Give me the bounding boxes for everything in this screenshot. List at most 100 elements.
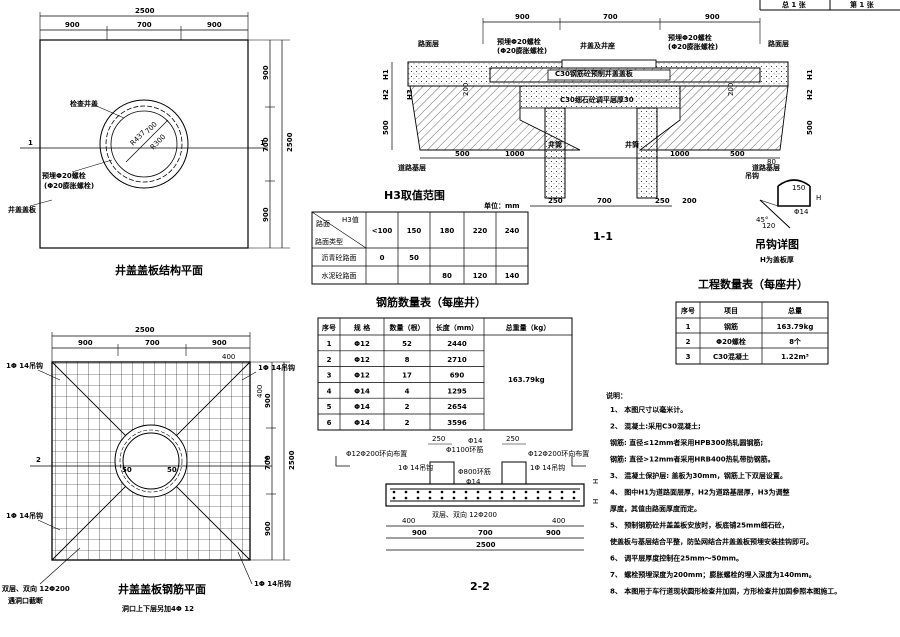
plan2-subtitle: 洞口上下层另加4Φ 12: [122, 604, 194, 613]
s2-bdim-a: 900: [412, 529, 427, 537]
s2-rebar-dot: [440, 496, 444, 500]
plan2-dim-c: 900: [212, 339, 227, 347]
h3-header-4: 240: [505, 227, 520, 235]
note-line-11: 8、 本图用于车行道现状圆形检查井加固，方形检查井加固参照本图施工。: [610, 587, 841, 596]
s1-label-base-right: 道路基层: [752, 163, 780, 172]
s2-rebar-dot: [464, 496, 468, 500]
s2-bdim-total: 2500: [476, 541, 496, 549]
h3-header-2: 180: [440, 227, 455, 235]
s2-rebar-dot: [512, 490, 516, 494]
rebar-cell-1-2: 8: [405, 356, 410, 364]
hook-dim2: 150: [792, 184, 805, 192]
qty-cell-0-0: 1: [686, 323, 691, 331]
plan2-rdim-400: 400: [256, 385, 264, 398]
h3-title: H3取值范围: [384, 188, 445, 202]
corner-block: 总 1 张 第 1 张: [759, 0, 900, 11]
qty-header-0: 序号: [680, 306, 695, 315]
hook-subtitle: H为盖板厚: [760, 255, 794, 264]
rebar-header-4: 总重量（kg）: [506, 323, 551, 332]
rebar-cell-2-1: Φ12: [354, 372, 370, 380]
s1-title: 1-1: [593, 230, 613, 243]
rebar-cell-0-1: Φ12: [354, 340, 370, 348]
h3-corner-mid: 路面: [316, 219, 330, 228]
s2-rebar-dot: [524, 496, 528, 500]
h3-header-3: 220: [473, 227, 488, 235]
s2-rebar-dot: [572, 490, 576, 494]
rebar-header-0: 序号: [321, 323, 336, 332]
s2-mesh: 双层、双向 12Φ200: [432, 510, 497, 519]
s1-label-bolt-sub-right: (Φ20膨胀螺栓): [668, 42, 718, 51]
s2-rebar-dot: [452, 496, 456, 500]
qty-header-2: 总量: [788, 306, 802, 315]
plan1-section-left: 1: [28, 139, 33, 147]
s2-rebar-dot: [536, 490, 540, 494]
plan2-fifty-left: 50: [122, 466, 132, 474]
s2-rebar-dot: [560, 490, 564, 494]
rebar-cell-0-3: 2440: [447, 340, 467, 348]
qty-cell-0-1: 钢筋: [724, 322, 738, 331]
plan1-r300: R300: [149, 133, 168, 152]
s1-label-slab: C30钢筋砼预制井盖盖板: [555, 69, 634, 78]
note-line-2: 钢筋: 直径≤12mm者采用HPB300热轧圆钢筋;: [610, 438, 763, 447]
s1-label-bolt-sub-left: (Φ20膨胀螺栓): [497, 46, 547, 55]
s1-small-200: 200: [462, 83, 470, 96]
s1-bdim-2: 1000: [505, 150, 525, 158]
notes: 说明： 1、 本图尺寸以毫米计。2、 混凝土:采用C30混凝土; 钢筋: 直径≤…: [606, 391, 841, 596]
rebar-header-1: 规 格: [354, 323, 371, 332]
h3-cell-0-0: 0: [380, 254, 385, 262]
qty-header-1: 项目: [724, 306, 738, 315]
s1-label-bolt-right: 预埋Φ20螺栓: [668, 33, 712, 42]
s1-label-wall-left: 井筒: [548, 140, 562, 149]
plan1-rdim-b: 700: [262, 137, 270, 152]
s2-rebar-dot: [560, 496, 564, 500]
plan1-dim-a: 900: [65, 21, 80, 29]
s1-rdim-h1: H1: [806, 69, 814, 80]
hook-bar: Φ14: [794, 208, 809, 216]
rebar-cell-2-2: 17: [402, 372, 412, 380]
plan2-section-right: 2: [264, 456, 269, 464]
rebar-cell-0-2: 52: [402, 340, 412, 348]
s2-rebar-dot: [440, 490, 444, 494]
sheet-count: 总 1 张: [782, 0, 807, 9]
rebar-cell-5-2: 2: [405, 419, 410, 427]
s2-rebar-dot: [500, 496, 504, 500]
s1-bdim-3: 1000: [670, 150, 690, 158]
plan-rebar: 2500 900 700 900 400 50 50 2 2 1Φ 14吊钩 1…: [2, 326, 296, 613]
section-2-2: 250 250 Φ14 Φ1100环筋 Φ12Φ200环向布置 Φ12Φ200环…: [335, 435, 600, 593]
h3-row-label-1: 水泥砼路面: [322, 271, 357, 280]
rebar-total: 163.79kg: [508, 376, 545, 384]
plan2-rdim-b: 700: [264, 455, 272, 470]
plan1-label-bolt: 预埋Φ20螺栓: [42, 171, 86, 180]
s1-rdim-500: 500: [806, 120, 814, 135]
qty-cell-2-1: C30混凝土: [713, 352, 749, 361]
s1-small-200b: 200: [727, 83, 735, 96]
plan2-dim-b: 700: [145, 339, 160, 347]
note-line-10: 7、 螺栓预埋深度为200mm；膨胀螺栓的埋入深度为140mm。: [610, 570, 816, 579]
rebar-cell-1-3: 2710: [447, 356, 467, 364]
rebar-header-2: 数量（根）: [390, 323, 425, 332]
note-line-0: 1、 本图尺寸以毫米计。: [610, 405, 687, 414]
s1-label-wall-right: 井筒: [625, 140, 639, 149]
s2-rebar-dot: [416, 490, 420, 494]
s2-rebar-dot: [392, 496, 396, 500]
hook-detail: 吊钩 80 150 H Φ14 45° 120 吊钩详图 H为盖板厚: [745, 158, 821, 264]
s1-dim-a: 900: [515, 13, 530, 21]
note-line-4: 3、 混凝土保护层: 盖板为30mm，钢筋上下双层设置。: [610, 471, 787, 480]
plan2-mesh2: 遇洞口截断: [8, 596, 43, 605]
s2-bdim-400-left: 400: [402, 517, 415, 525]
rebar-cell-2-0: 3: [327, 372, 332, 380]
s1-label-frame: 井盖及井座: [580, 41, 615, 50]
hook-bend: 45°: [756, 216, 768, 224]
plan2-hook-tl: 1Φ 14吊钩: [6, 361, 43, 370]
s2-bar-top: Φ14: [468, 437, 483, 445]
rebar-cell-1-1: Φ12: [354, 356, 370, 364]
rebar-cell-0-0: 1: [327, 340, 332, 348]
qty-cell-1-2: 8个: [789, 337, 802, 346]
rebar-cell-1-0: 2: [327, 356, 332, 364]
h3-cell-1-3: 120: [473, 272, 488, 280]
qty-cell-1-0: 2: [686, 338, 691, 346]
plan1-label-slab: 井盖盖板: [8, 205, 37, 214]
s1-dim-c: 900: [705, 13, 720, 21]
h3-header-1: 150: [407, 227, 422, 235]
note-line-7: 5、 预制钢筋砼井盖盖板安放时，板底铺25mm细石砼，: [610, 521, 789, 530]
